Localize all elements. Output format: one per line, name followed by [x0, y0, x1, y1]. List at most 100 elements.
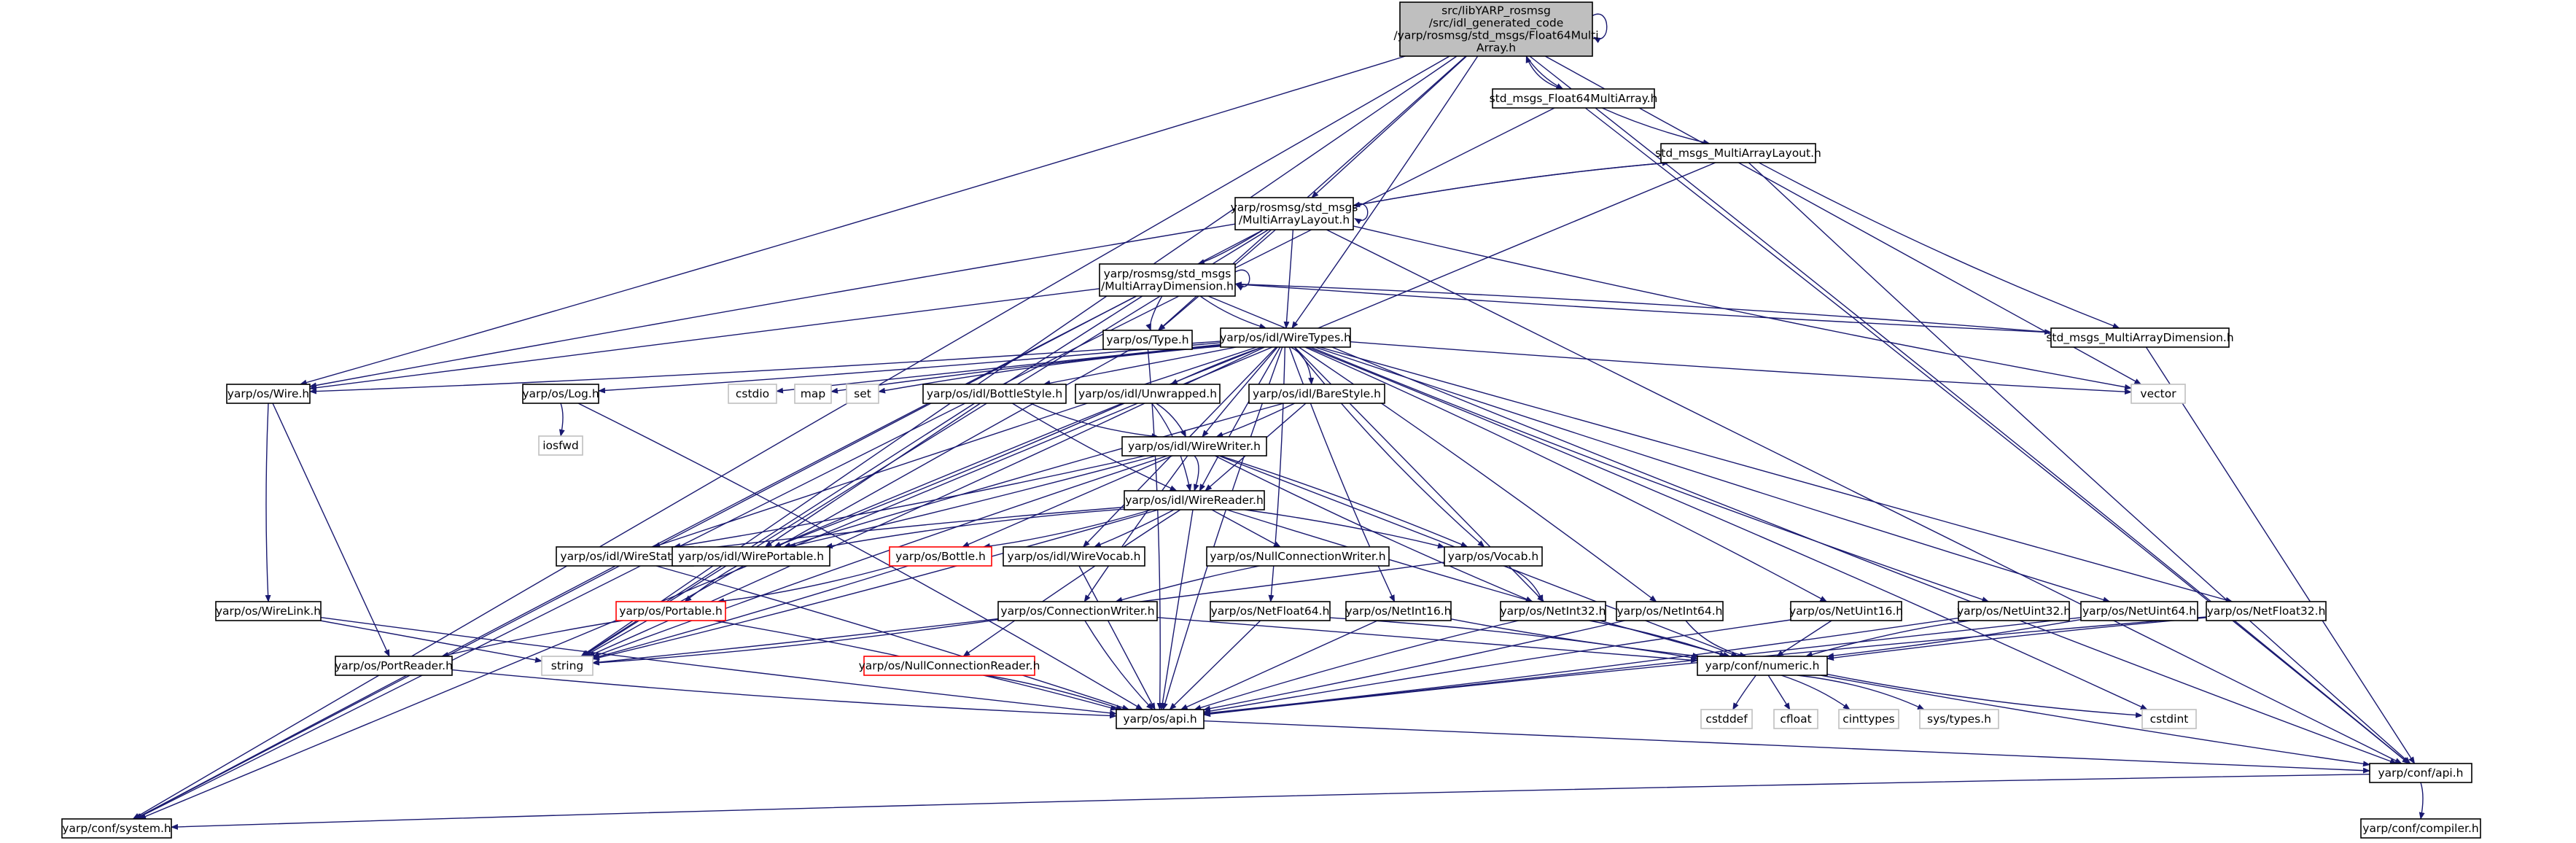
node-type[interactable]: yarp/os/Type.h: [1102, 330, 1193, 350]
node-malayout_std[interactable]: std_msgs_MultiArrayLayout.h: [1655, 143, 1821, 163]
node-wirevocab[interactable]: yarp/os/idl/WireVocab.h: [1003, 546, 1145, 567]
edge-wiretypes-to-wirewriter: [1202, 346, 1278, 438]
node-f64ma[interactable]: std_msgs_Float64MultiArray.h: [1490, 88, 1658, 109]
node-box: [794, 384, 832, 404]
edge-netint32-to-numeric: [1589, 620, 1727, 657]
node-label: yarp/os/NetInt16.h: [1345, 605, 1451, 618]
node-cfloat[interactable]: cfloat: [1773, 709, 1818, 729]
node-cinttypes[interactable]: cinttypes: [1838, 709, 1899, 729]
edge-netfloat64-to-numeric: [1329, 617, 1698, 661]
node-label: yarp/os/idl/BottleStyle.h: [927, 387, 1062, 400]
node-netint64[interactable]: yarp/os/NetInt64.h: [1616, 601, 1724, 621]
node-label: yarp/os/idl/WireWriter.h: [1128, 440, 1261, 453]
node-box: [846, 384, 879, 404]
node-label: Array.h: [1476, 42, 1516, 55]
node-netfloat64[interactable]: yarp/os/NetFloat64.h: [1210, 601, 1331, 621]
edge-wirestate-to-osapi: [655, 565, 1130, 710]
node-map[interactable]: map: [794, 384, 832, 404]
edge-wirereader-to-vocab: [1245, 509, 1445, 549]
node-cstdio[interactable]: cstdio: [728, 384, 777, 404]
node-portreader[interactable]: yarp/os/PortReader.h: [335, 656, 453, 676]
node-netuint64[interactable]: yarp/os/NetUint64.h: [2080, 601, 2198, 621]
node-root[interactable]: src/libYARP_rosmsg/src/idl_generated_cod…: [1393, 1, 1599, 57]
edge-wirereader-to-wireportable: [825, 508, 1125, 549]
node-barestyle[interactable]: yarp/os/idl/BareStyle.h: [1248, 384, 1385, 404]
node-wirelink[interactable]: yarp/os/WireLink.h: [215, 601, 322, 621]
node-box: [2141, 709, 2197, 729]
node-box: [1248, 384, 1385, 404]
edge-wirelink-to-osapi: [320, 617, 1117, 716]
edge-malayout-to-madim: [1197, 229, 1264, 265]
edge-numeric-to-confapi: [1820, 675, 2370, 767]
node-confapi[interactable]: yarp/conf/api.h: [2369, 763, 2472, 783]
node-wirewriter[interactable]: yarp/os/idl/WireWriter.h: [1121, 436, 1267, 457]
edge-wireportable-to-portable: [684, 565, 738, 602]
node-numeric[interactable]: yarp/conf/numeric.h: [1697, 656, 1828, 676]
edge-wirereader-to-numeric: [1226, 509, 1731, 658]
node-netuint16[interactable]: yarp/os/NetUint16.h: [1789, 601, 1903, 621]
edge-numeric-to-systypes: [1797, 675, 1925, 710]
node-label: yarp/os/PortReader.h: [335, 659, 453, 672]
node-compiler[interactable]: yarp/conf/compiler.h: [2360, 818, 2481, 839]
node-portable[interactable]: yarp/os/Portable.h: [615, 601, 726, 621]
node-madim_std[interactable]: std_msgs_MultiArrayDimension.h: [2046, 327, 2234, 348]
edge-wirereader-to-nullconnreader: [962, 509, 1181, 657]
edge-wiretypes-to-wirestate: [653, 346, 1257, 548]
node-wirereader[interactable]: yarp/os/idl/WireReader.h: [1124, 490, 1265, 510]
edge-unwrapped-to-wireportable: [773, 403, 1125, 548]
edge-confapi-to-compiler: [2419, 782, 2425, 820]
node-systypes[interactable]: sys/types.h: [1919, 709, 1999, 729]
node-box: [2131, 384, 2186, 404]
node-nullconnwriter[interactable]: yarp/os/NullConnectionWriter.h: [1206, 546, 1390, 567]
node-iosfwd[interactable]: iosfwd: [538, 435, 583, 456]
node-netuint32[interactable]: yarp/os/NetUint32.h: [1957, 601, 2071, 621]
node-wirestate[interactable]: yarp/os/idl/WireState.h: [556, 546, 694, 567]
node-vector[interactable]: vector: [2131, 384, 2186, 404]
node-vocab[interactable]: yarp/os/Vocab.h: [1444, 546, 1543, 567]
node-box: [61, 818, 172, 839]
node-wiretypes[interactable]: yarp/os/idl/WireTypes.h: [1220, 327, 1351, 348]
edge-wiretypes-to-wirereader: [1199, 346, 1281, 492]
node-box: [1116, 709, 1205, 729]
node-label: yarp/os/api.h: [1123, 712, 1196, 726]
node-set[interactable]: set: [846, 384, 879, 404]
node-netint32[interactable]: yarp/os/NetInt32.h: [1500, 601, 1606, 621]
node-label: yarp/os/idl/WireState.h: [560, 550, 689, 563]
edge-wiretypes-to-netint64: [1298, 346, 1657, 602]
node-cstddef[interactable]: cstddef: [1700, 709, 1753, 729]
edge-netint16-to-osapi: [1180, 620, 1378, 710]
edge-wiretypes-to-wire: [309, 341, 1221, 395]
edge-netint16-to-numeric: [1450, 618, 1700, 659]
node-label: /MultiArrayDimension.h: [1101, 280, 1234, 293]
edge-wiretypes-to-log: [598, 342, 1221, 394]
node-bottle[interactable]: yarp/os/Bottle.h: [889, 546, 992, 567]
node-box: [615, 601, 726, 621]
edge-wirewriter-to-vocab: [1220, 455, 1468, 548]
edge-netfloat32-to-numeric: [1826, 617, 2207, 661]
node-box: [335, 656, 453, 676]
node-nullconnreader[interactable]: yarp/os/NullConnectionReader.h: [859, 656, 1040, 676]
node-netint16[interactable]: yarp/os/NetInt16.h: [1345, 601, 1452, 621]
node-system[interactable]: yarp/conf/system.h: [61, 818, 172, 839]
node-unwrapped[interactable]: yarp/os/idl/Unwrapped.h: [1075, 384, 1221, 404]
edge-vocab-to-netint32: [1503, 565, 1544, 602]
edge-wiretypes-to-cstdio: [776, 343, 1221, 394]
node-label: yarp/os/ConnectionWriter.h: [1000, 605, 1154, 618]
edge-root-to-system: [132, 55, 1450, 820]
node-wire[interactable]: yarp/os/Wire.h: [226, 384, 311, 404]
node-log[interactable]: yarp/os/Log.h: [522, 384, 599, 404]
node-label: std_msgs_MultiArrayLayout.h: [1655, 147, 1821, 160]
node-box: [215, 601, 322, 621]
node-wireportable[interactable]: yarp/os/idl/WirePortable.h: [672, 546, 830, 567]
node-malayout[interactable]: yarp/rosmsg/std_msgs/MultiArrayLayout.h: [1231, 197, 1358, 230]
node-cstdint[interactable]: cstdint: [2141, 709, 2197, 729]
node-connwriter[interactable]: yarp/os/ConnectionWriter.h: [997, 601, 1158, 621]
edge-madim-to-wire: [309, 288, 1100, 391]
node-box: [1399, 1, 1593, 57]
edge-wire-to-portreader: [272, 403, 390, 657]
node-madim[interactable]: yarp/rosmsg/std_msgs/MultiArrayDimension…: [1099, 263, 1236, 297]
node-netfloat32[interactable]: yarp/os/NetFloat32.h: [2206, 601, 2327, 621]
node-bottlestyle[interactable]: yarp/os/idl/BottleStyle.h: [922, 384, 1067, 404]
node-osapi[interactable]: yarp/os/api.h: [1116, 709, 1205, 729]
node-string[interactable]: string: [541, 656, 594, 676]
